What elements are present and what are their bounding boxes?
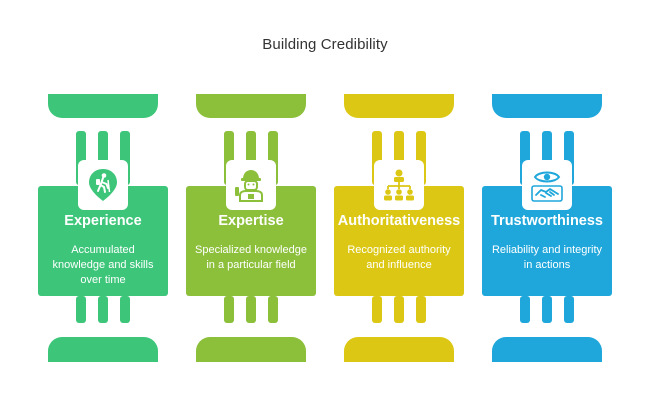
pillar-description: Recognized authority and influence bbox=[347, 244, 451, 271]
pillar-column bbox=[394, 131, 404, 185]
pillar-column bbox=[268, 296, 278, 323]
pillar-column bbox=[416, 131, 426, 185]
hiker-location-icon bbox=[78, 160, 128, 210]
pillar-column bbox=[564, 131, 574, 185]
eye-handshake-icon bbox=[522, 160, 572, 210]
pillar-column bbox=[394, 296, 404, 323]
pillar-column bbox=[246, 296, 256, 323]
pillar-description: Accumulated knowledge and skills over ti… bbox=[52, 244, 154, 286]
pillar-column bbox=[224, 296, 234, 323]
pillar-column bbox=[542, 131, 552, 185]
pillar-name: Experience bbox=[64, 213, 142, 229]
pillar-cap-top bbox=[492, 94, 602, 118]
pillar-column bbox=[98, 296, 108, 323]
pillar-column bbox=[76, 131, 86, 185]
pillar-column bbox=[372, 296, 382, 323]
pillar-cap-bottom bbox=[492, 337, 602, 362]
pillar-column bbox=[520, 296, 530, 323]
pillar-column bbox=[520, 131, 530, 185]
pillar-column bbox=[76, 296, 86, 323]
pillar-description: Specialized knowledge in a particular fi… bbox=[195, 244, 307, 271]
pillar-trustworthiness: Trustworthiness Reliability and integrit… bbox=[482, 94, 612, 362]
pillar-cap-top bbox=[196, 94, 306, 118]
pillar-column bbox=[120, 296, 130, 323]
pillar-cap-top bbox=[48, 94, 158, 118]
worker-icon bbox=[226, 160, 276, 210]
pillar-column bbox=[268, 131, 278, 185]
pillar-column bbox=[246, 131, 256, 185]
pillar-experience: Experience Accumulated knowledge and ski… bbox=[38, 94, 168, 362]
pillar-column bbox=[372, 131, 382, 185]
pillar-column bbox=[98, 131, 108, 185]
pillar-authoritativeness: Authoritativeness Recognized authority a… bbox=[334, 94, 464, 362]
pillar-column bbox=[416, 296, 426, 323]
pillar-name: Trustworthiness bbox=[491, 213, 603, 229]
pillar-column bbox=[120, 131, 130, 185]
pillar-cap-bottom bbox=[48, 337, 158, 362]
pillar-column bbox=[542, 296, 552, 323]
hierarchy-icon bbox=[374, 160, 424, 210]
pillar-column bbox=[564, 296, 574, 323]
pillar-cap-bottom bbox=[196, 337, 306, 362]
pillar-name: Authoritativeness bbox=[337, 213, 461, 229]
pillar-expertise: Expertise Specialized knowledge in a par… bbox=[186, 94, 316, 362]
pillar-cap-top bbox=[344, 94, 454, 118]
diagram-title: Building Credibility bbox=[262, 36, 388, 53]
pillar-description: Reliability and integrity in actions bbox=[491, 244, 603, 271]
pillar-column bbox=[224, 131, 234, 185]
pillar-name: Expertise bbox=[218, 213, 284, 229]
pillar-cap-bottom bbox=[344, 337, 454, 362]
